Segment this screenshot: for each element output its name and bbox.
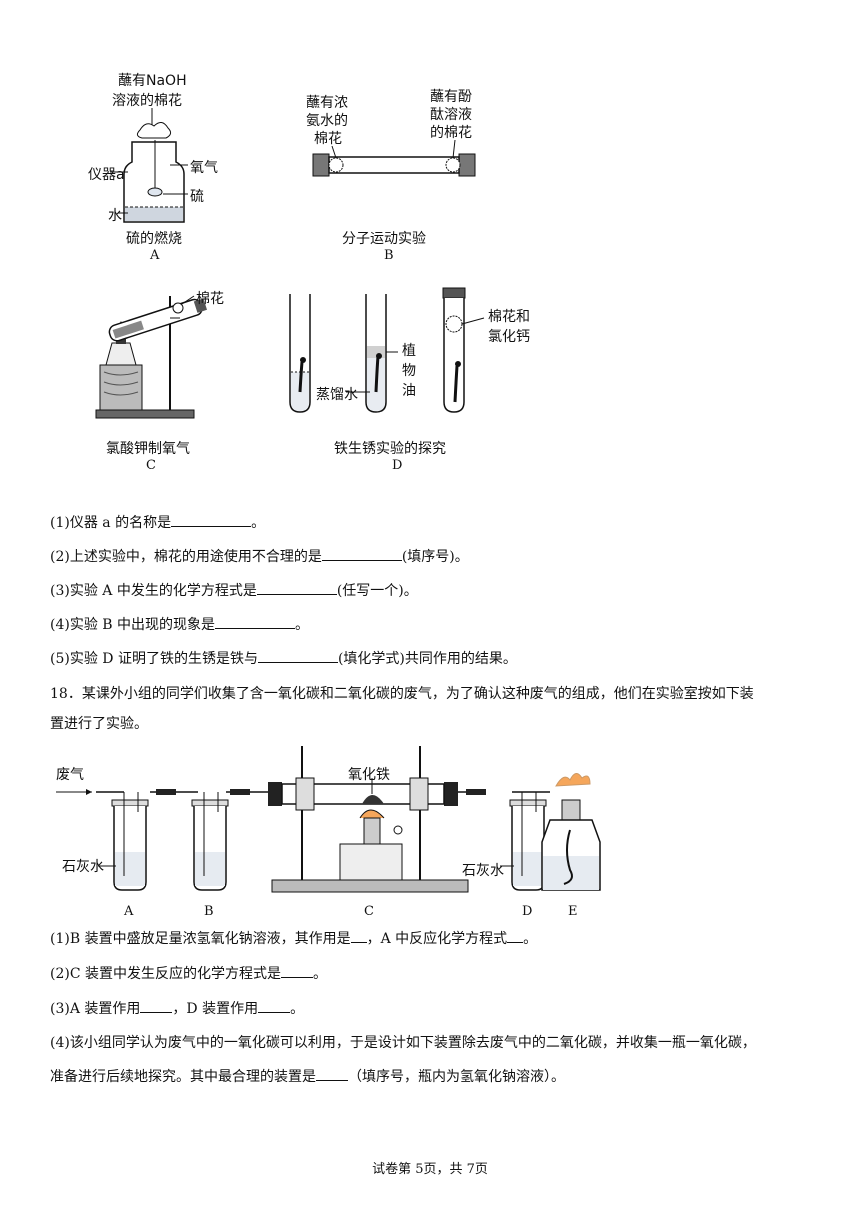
q17-1-text: (1)仪器 a 的名称是 <box>50 515 172 531</box>
label-distilled-water: 蒸馏水 <box>316 387 358 403</box>
q18-3-mid: ，D 装置作用 <box>172 1001 259 1017</box>
letter-d: D <box>392 458 403 473</box>
answer-blank[interactable] <box>140 1000 173 1013</box>
letter-18-b: B <box>204 904 214 919</box>
q17-2-tail: (填序号)。 <box>401 549 469 565</box>
label-oil-2: 物 <box>402 363 416 379</box>
caption-b: 分子运动实验 <box>342 231 426 247</box>
label-sulfur: 硫 <box>190 189 204 205</box>
q18-3-text: (3)A 装置作用 <box>50 1001 141 1017</box>
q18-1-tail: 。 <box>523 931 538 947</box>
label-naoh-cotton-1: 蘸有NaOH <box>118 73 187 89</box>
q17-3-tail: (任写一个)。 <box>336 583 418 599</box>
label-phenol-2: 酞溶液 <box>430 107 472 123</box>
question-17-5: (5)实验 D 证明了铁的生锈是铁与 (填化学式)共同作用的结果。 <box>50 648 517 668</box>
label-cotton-c: 棉花 <box>196 291 224 307</box>
label-phenol-3: 的棉花 <box>430 125 472 141</box>
label-cotton-cacl-2: 氯化钙 <box>488 329 530 345</box>
label-waste-gas: 废气 <box>56 767 84 783</box>
q18-4-text: 准备进行后续地探究。其中最合理的装置是 <box>50 1069 316 1085</box>
q18-intro-line-2: 置进行了实验。 <box>50 716 148 732</box>
label-water-a: 水 <box>108 208 122 224</box>
q18-3-tail: 。 <box>290 1001 305 1017</box>
answer-blank[interactable] <box>316 1068 348 1081</box>
q18-2-tail: 。 <box>313 966 327 982</box>
label-iron-oxide: 氧化铁 <box>348 767 390 783</box>
q17-5-text: (5)实验 D 证明了铁的生锈是铁与 <box>50 651 258 667</box>
letter-18-c: C <box>364 904 374 919</box>
q18-sub-3: (3)A 装置作用 ，D 装置作用 。 <box>50 998 304 1018</box>
q17-4-tail: 。 <box>295 617 310 633</box>
answer-blank[interactable] <box>507 930 524 943</box>
label-ammonia-1: 蘸有浓 <box>306 95 348 111</box>
letter-b: B <box>384 248 394 263</box>
label-ammonia-3: 棉花 <box>314 131 342 147</box>
label-ammonia-2: 氨水的 <box>306 113 348 129</box>
label-oil-1: 植 <box>402 343 416 359</box>
caption-a: 硫的燃烧 <box>126 231 182 247</box>
answer-blank[interactable] <box>350 930 367 943</box>
label-limewater-a: 石灰水 <box>62 859 104 875</box>
question-17-1: (1)仪器 a 的名称是 。 <box>50 512 265 532</box>
q18-sub-4-line-2: 准备进行后续地探究。其中最合理的装置是 （填序号，瓶内为氢氧化钠溶液）。 <box>50 1066 565 1086</box>
q18-1-text: (1)B 装置中盛放足量浓氢氧化钠溶液，其作用是 <box>50 931 351 947</box>
answer-blank[interactable] <box>321 548 402 561</box>
question-17-2: (2)上述实验中，棉花的用途使用不合理的是 (填序号)。 <box>50 546 469 566</box>
q17-1-tail: 。 <box>251 515 266 531</box>
q18-sub-2: (2)C 装置中发生反应的化学方程式是 。 <box>50 963 327 983</box>
q18-2-text: (2)C 装置中发生反应的化学方程式是 <box>50 966 281 982</box>
answer-blank[interactable] <box>171 514 252 527</box>
letter-18-d: D <box>522 904 533 919</box>
label-limewater-d: 石灰水 <box>462 863 504 879</box>
label-instrument-a: 仪器a <box>88 167 125 183</box>
q18-4-tail: （填序号，瓶内为氢氧化钠溶液）。 <box>348 1069 565 1085</box>
label-phenol-1: 蘸有酚 <box>430 89 472 105</box>
q17-2-text: (2)上述实验中，棉花的用途使用不合理的是 <box>50 549 322 565</box>
label-oxygen: 氧气 <box>190 160 218 176</box>
answer-blank[interactable] <box>257 650 338 663</box>
q17-4-text: (4)实验 B 中出现的现象是 <box>50 617 216 633</box>
q17-3-text: (3)实验 A 中发生的化学方程式是 <box>50 583 257 599</box>
q18-sub-4-line-1: (4)该小组同学认为废气中的一氧化碳可以利用，于是设计如下装置除去废气中的二氧化… <box>50 1035 756 1051</box>
caption-d: 铁生锈实验的探究 <box>334 441 446 457</box>
q18-intro-line-1: 18．某课外小组的同学们收集了含一氧化碳和二氧化碳的废气，为了确认这种废气的组成… <box>50 686 754 702</box>
letter-c: C <box>146 458 156 473</box>
answer-blank[interactable] <box>215 616 296 629</box>
letter-18-a: A <box>124 904 134 919</box>
page-footer: 试卷第 5页，共 7页 <box>372 1162 488 1177</box>
q18-1-mid: ，A 中反应化学方程式 <box>366 931 508 947</box>
answer-blank[interactable] <box>281 965 313 978</box>
q18-sub-1: (1)B 装置中盛放足量浓氢氧化钠溶液，其作用是 ，A 中反应化学方程式。 <box>50 928 537 948</box>
label-cotton-cacl-1: 棉花和 <box>488 309 530 325</box>
question-17-4: (4)实验 B 中出现的现象是 。 <box>50 614 309 634</box>
label-naoh-cotton-2: 溶液的棉花 <box>112 93 182 109</box>
letter-18-e: E <box>568 904 578 919</box>
answer-blank[interactable] <box>256 582 337 595</box>
caption-c: 氯酸钾制氧气 <box>106 441 190 457</box>
label-oil-3: 油 <box>402 383 416 399</box>
q17-5-tail: (填化学式)共同作用的结果。 <box>337 651 517 667</box>
answer-blank[interactable] <box>258 1000 291 1013</box>
question-17-3: (3)实验 A 中发生的化学方程式是 (任写一个)。 <box>50 580 418 600</box>
letter-a: A <box>150 248 160 263</box>
